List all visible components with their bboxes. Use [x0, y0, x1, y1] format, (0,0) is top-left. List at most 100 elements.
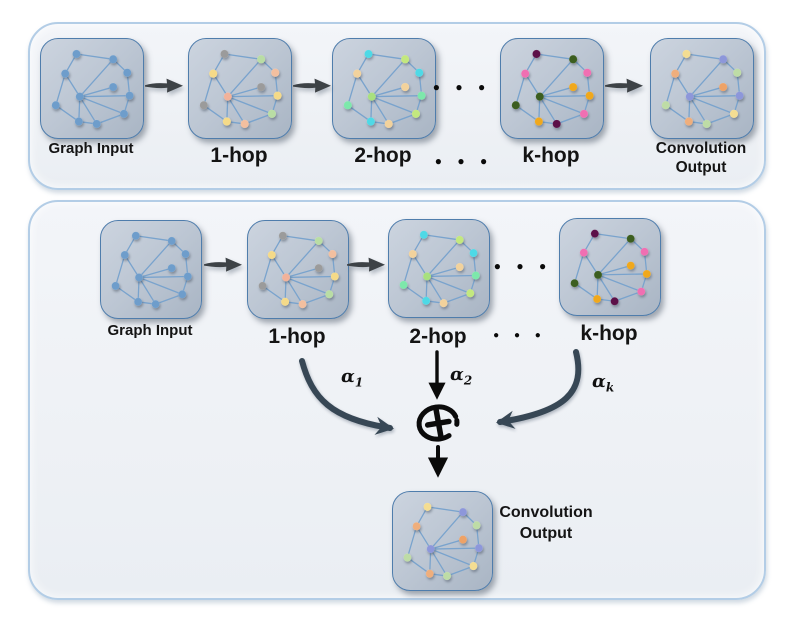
- graph-drawing: [199, 49, 282, 129]
- graph-node: [718, 54, 728, 64]
- graph-node: [583, 68, 592, 78]
- graph-node: [364, 49, 373, 59]
- graph-node: [400, 54, 410, 64]
- graph-node: [682, 49, 691, 59]
- graph-drawing: [399, 230, 480, 308]
- graph-node: [281, 273, 291, 282]
- graph-node: [119, 109, 129, 119]
- graph-node: [593, 270, 603, 280]
- graph-node: [511, 100, 521, 110]
- graph-node: [222, 117, 232, 126]
- graph-node: [167, 263, 176, 273]
- graph-node: [330, 272, 339, 281]
- graph-node: [535, 92, 545, 101]
- graph-drawing: [51, 49, 134, 129]
- graph-node: [258, 281, 267, 291]
- bottom-convolution-output-label: Convolution Output: [499, 504, 593, 542]
- graph-node: [92, 119, 101, 129]
- graph-node: [199, 100, 209, 110]
- graph-node: [685, 92, 695, 101]
- graph-node: [684, 117, 694, 126]
- graph-node: [328, 249, 337, 259]
- graph-node: [125, 91, 134, 100]
- top-graph-input-label: Graph Input: [48, 140, 134, 157]
- graph-drawing: [661, 49, 744, 129]
- top-convolution-output-box: [650, 38, 754, 139]
- graph-node: [72, 49, 81, 59]
- graph-node: [702, 119, 711, 129]
- graph-node: [384, 119, 393, 129]
- graph-node: [579, 109, 589, 119]
- graph-node: [417, 91, 426, 100]
- graph-node: [399, 280, 408, 290]
- graph-node: [181, 249, 190, 259]
- graph-drawing: [258, 231, 339, 309]
- graph-node: [718, 82, 728, 92]
- graph-node: [534, 117, 544, 126]
- graph-node: [585, 91, 594, 100]
- graph-node: [423, 502, 432, 512]
- graph-node: [474, 543, 483, 553]
- graph-node: [466, 289, 475, 298]
- graph-node: [455, 262, 464, 272]
- graph-drawing: [343, 49, 426, 129]
- graph-node: [520, 69, 530, 78]
- graph-node: [273, 91, 282, 100]
- bottom-1hop-box: [247, 220, 349, 319]
- graph-node: [637, 287, 646, 296]
- graph-node: [415, 68, 424, 78]
- graph-node: [455, 235, 464, 245]
- graph-node: [240, 119, 249, 129]
- graph-node: [422, 272, 432, 281]
- weight-alpha-2: α2: [450, 364, 473, 388]
- graph-node: [403, 553, 412, 562]
- bottom-graph-input-label: Graph Input: [107, 322, 193, 339]
- graph-node: [626, 234, 635, 243]
- graph-node: [610, 297, 619, 306]
- top-ellipsis-graphs-icon: ● ● ●: [432, 80, 492, 94]
- top-2hop-label: 2-hop: [354, 144, 412, 167]
- graph-node: [626, 261, 635, 270]
- graph-node: [51, 100, 61, 110]
- graph-node: [733, 68, 742, 78]
- bottom-convolution-output-box: [392, 491, 493, 591]
- graph-node: [568, 82, 578, 92]
- graph-node: [325, 290, 334, 299]
- graph-node: [735, 91, 744, 100]
- weight-alpha-k: αk: [592, 371, 615, 395]
- graph-node: [579, 248, 588, 257]
- graph-drawing: [511, 49, 594, 129]
- graph-node: [570, 279, 579, 288]
- graph-node: [223, 92, 233, 101]
- graph-node: [411, 109, 421, 119]
- graph-node: [458, 507, 468, 517]
- graph-node: [412, 522, 421, 531]
- top-khop-label: k-hop: [522, 144, 580, 167]
- graph-node: [280, 297, 290, 307]
- graph-node: [271, 68, 280, 78]
- top-2hop-box: [332, 38, 436, 139]
- graph-node: [343, 100, 353, 110]
- graph-node: [442, 571, 452, 581]
- graph-node: [314, 263, 323, 273]
- graph-node: [298, 299, 307, 309]
- graph-node: [367, 92, 377, 101]
- graph-node: [256, 54, 266, 64]
- graph-node: [426, 544, 435, 554]
- graph-node: [642, 269, 651, 279]
- graph-node: [256, 82, 266, 92]
- graph-node: [729, 109, 739, 119]
- top-ellipsis-labels-icon: ● ● ●: [434, 154, 494, 168]
- graph-node: [419, 230, 428, 239]
- graph-drawing: [570, 229, 651, 306]
- graph-node: [532, 49, 541, 59]
- graph-node: [267, 109, 277, 119]
- graph-node: [60, 69, 70, 78]
- graph-node: [592, 294, 602, 304]
- bottom-2hop-label: 2-hop: [409, 325, 467, 348]
- top-convolution-output-label: Convolution Output: [655, 140, 747, 176]
- bottom-1hop-label: 1-hop: [268, 325, 326, 348]
- graph-node: [278, 231, 287, 240]
- weight-alpha-1: α1: [341, 366, 364, 390]
- graph-node: [640, 247, 649, 256]
